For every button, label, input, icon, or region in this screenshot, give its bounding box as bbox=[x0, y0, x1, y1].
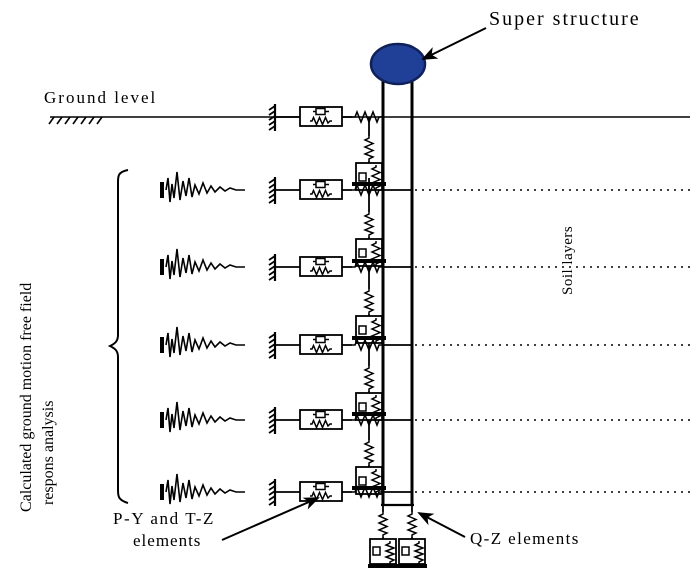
dashpot-icon bbox=[358, 476, 367, 486]
ground-level-label: Ground level bbox=[44, 88, 158, 107]
tz-element-icon[interactable] bbox=[352, 117, 386, 191]
dashpot-icon bbox=[358, 402, 367, 412]
spring-coil-icon bbox=[407, 511, 417, 538]
fixed-support-hatched-wall-icon bbox=[268, 177, 277, 204]
ground-hatching-icon bbox=[48, 116, 103, 125]
py-element-icon[interactable] bbox=[299, 106, 343, 127]
free-field-label-line1: Calculated ground motion free field bbox=[18, 282, 35, 512]
spring-coil-icon bbox=[370, 395, 382, 420]
tz-element-icon[interactable] bbox=[355, 345, 383, 421]
row-ground-assembly bbox=[268, 104, 383, 131]
fixed-support-hatched-wall-icon bbox=[268, 104, 277, 131]
accelerogram-wave-icon bbox=[160, 401, 245, 433]
spring-coil-icon bbox=[364, 439, 374, 466]
fixed-support-hatched-wall-icon bbox=[268, 332, 277, 359]
spring-coil-icon bbox=[364, 288, 374, 315]
spring-coil-icon bbox=[412, 541, 426, 564]
dashpot-icon bbox=[313, 257, 329, 266]
fixed-support-hatched-wall-icon bbox=[268, 479, 277, 506]
qz-label: Q-Z elements bbox=[470, 529, 580, 548]
py-tz-arrow-icon bbox=[221, 497, 320, 541]
fixed-support-hatched-wall-icon bbox=[268, 407, 277, 434]
dashpot-icon bbox=[358, 325, 367, 335]
super-structure-label: Super structure bbox=[489, 8, 641, 30]
spring-coil-icon bbox=[370, 165, 382, 190]
dashpot-icon bbox=[358, 172, 367, 182]
row-5-assembly bbox=[160, 473, 412, 506]
py-tz-label-line2: elements bbox=[133, 531, 202, 550]
pile-shaft bbox=[381, 80, 414, 505]
accelerogram-wave-icon bbox=[160, 326, 245, 358]
super-structure-mass-icon[interactable] bbox=[369, 42, 427, 86]
free-field-brace-icon bbox=[107, 169, 129, 504]
py-element-icon[interactable] bbox=[299, 334, 343, 355]
dashpot-icon bbox=[313, 482, 329, 491]
spring-coil-icon bbox=[364, 211, 374, 238]
soil-layer-lines bbox=[415, 189, 690, 493]
qz-element-icon[interactable] bbox=[368, 505, 398, 568]
row-2-assembly bbox=[160, 248, 412, 281]
dashpot-icon bbox=[358, 248, 367, 258]
py-element-icon[interactable] bbox=[299, 256, 343, 277]
spring-coil-icon bbox=[378, 511, 388, 538]
row-1-assembly bbox=[160, 171, 412, 204]
qz-arrow-icon bbox=[417, 512, 466, 538]
accelerogram-wave-icon bbox=[160, 473, 245, 505]
qz-element-icon[interactable] bbox=[397, 505, 427, 568]
fixed-support-hatched-wall-icon bbox=[268, 254, 277, 281]
tz-element-icon[interactable] bbox=[355, 267, 383, 345]
spring-coil-icon bbox=[364, 135, 374, 162]
tz-element-icon[interactable] bbox=[352, 190, 386, 267]
free-field-label-line2: respons analysis bbox=[40, 400, 57, 505]
py-tz-label-line1: P-Y and T-Z bbox=[113, 509, 215, 528]
accelerogram-wave-icon bbox=[160, 171, 245, 203]
soil-layers-label: Soil layers bbox=[560, 225, 576, 295]
py-element-icon[interactable] bbox=[299, 481, 343, 502]
tz-element-icon[interactable] bbox=[355, 420, 383, 495]
dashpot-icon bbox=[313, 107, 329, 116]
py-element-icon[interactable] bbox=[299, 409, 343, 430]
py-element-icon[interactable] bbox=[299, 179, 343, 200]
dashpot-icon bbox=[401, 546, 410, 556]
ground-level-line bbox=[48, 116, 690, 125]
spring-coil-icon bbox=[364, 365, 374, 392]
accelerogram-wave-icon bbox=[160, 248, 245, 280]
spring-coil-icon bbox=[383, 541, 397, 564]
spring-coil-icon bbox=[370, 469, 382, 494]
row-3-assembly bbox=[160, 326, 412, 359]
dashpot-icon bbox=[372, 546, 381, 556]
dashpot-icon bbox=[313, 180, 329, 189]
dashpot-icon bbox=[313, 335, 329, 344]
super-structure-arrow-icon bbox=[421, 27, 487, 60]
row-4-assembly bbox=[160, 401, 412, 434]
dashpot-icon bbox=[313, 410, 329, 419]
